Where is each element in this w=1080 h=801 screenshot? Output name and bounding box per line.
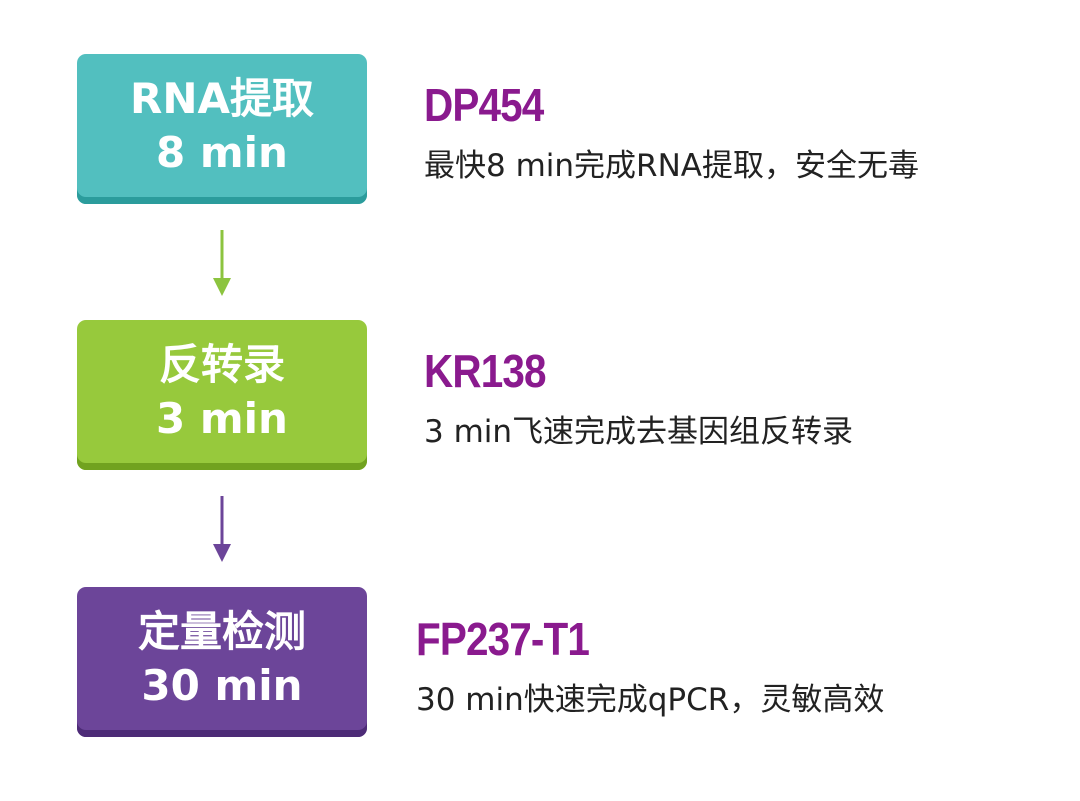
product-description: 3 min飞速完成去基因组反转录 — [424, 414, 854, 450]
product-info-quantitative-detection: FP237-T1 30 min快速完成qPCR，灵敏高效 — [416, 612, 1056, 724]
step-name: 定量检测 — [137, 607, 306, 656]
step-box-reverse-transcription: 反转录 3 min — [77, 320, 367, 470]
step-time: 3 min — [156, 394, 288, 443]
arrow-down-icon — [213, 496, 231, 562]
arrow-down-icon — [213, 230, 231, 296]
product-code: DP454 — [424, 79, 544, 131]
step-box-quantitative-detection: 定量检测 30 min — [77, 587, 367, 737]
product-code: KR138 — [424, 345, 546, 397]
product-code: FP237-T1 — [416, 613, 590, 665]
step-time: 30 min — [141, 661, 303, 710]
product-description: 30 min快速完成qPCR，灵敏高效 — [416, 682, 885, 718]
product-info-reverse-transcription: KR138 3 min飞速完成去基因组反转录 — [424, 344, 1064, 456]
step-time: 8 min — [156, 128, 288, 177]
step-box-rna-extraction: RNA提取 8 min — [77, 54, 367, 204]
product-info-rna-extraction: DP454 最快8 min完成RNA提取，安全无毒 — [424, 78, 1064, 190]
product-description: 最快8 min完成RNA提取，安全无毒 — [424, 148, 919, 184]
step-name: 反转录 — [158, 340, 285, 389]
step-name: RNA提取 — [130, 74, 314, 123]
